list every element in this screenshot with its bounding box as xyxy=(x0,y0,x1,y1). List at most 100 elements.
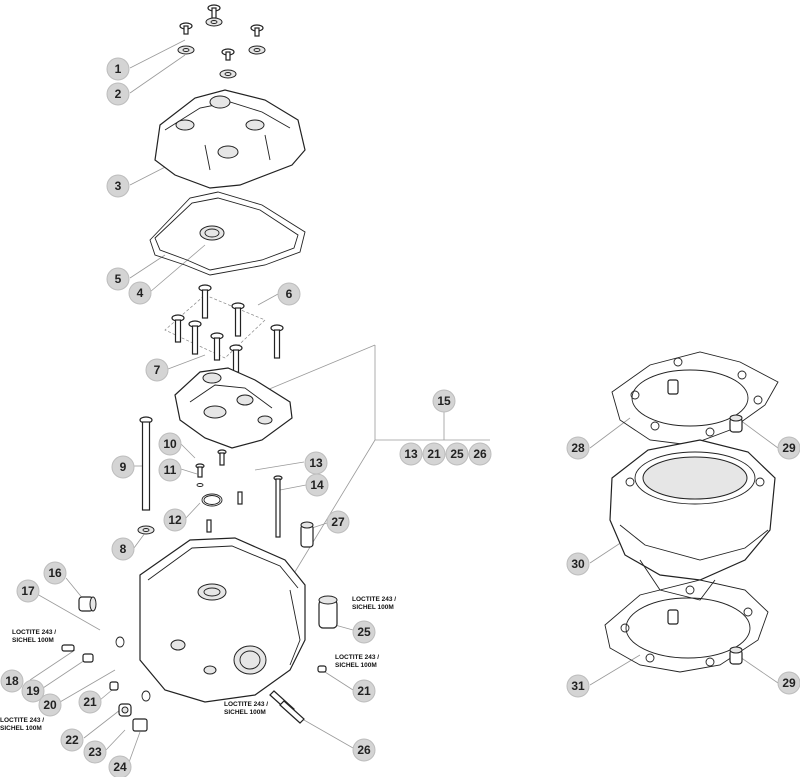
leader-lines xyxy=(29,39,779,766)
svg-text:15: 15 xyxy=(437,394,451,408)
cover-gasket xyxy=(149,191,306,276)
svg-text:LOCTITE 243 /: LOCTITE 243 / xyxy=(335,654,379,661)
callout-5: 5 xyxy=(106,267,130,291)
svg-text:7: 7 xyxy=(154,363,161,377)
callout-19: 19 xyxy=(21,679,45,703)
callout-10: 10 xyxy=(158,432,182,456)
svg-text:9: 9 xyxy=(120,460,127,474)
svg-text:25: 25 xyxy=(450,447,464,461)
svg-text:5: 5 xyxy=(115,272,122,286)
svg-text:2: 2 xyxy=(115,87,122,101)
loctite-note-left-upper: LOCTITE 243 / SICHEL 100M xyxy=(12,629,56,644)
right-fittings xyxy=(269,595,338,724)
camshaft-bridge xyxy=(174,367,293,449)
svg-text:LOCTITE 243 /: LOCTITE 243 / xyxy=(0,717,44,724)
svg-text:1: 1 xyxy=(115,62,122,76)
callout-23: 23 xyxy=(83,740,107,764)
callout-8: 8 xyxy=(111,537,135,561)
callout-9: 9 xyxy=(111,455,135,479)
callout-29-lower: 29 xyxy=(777,671,800,695)
cylinder-head xyxy=(139,537,306,703)
svg-text:16: 16 xyxy=(48,566,62,580)
svg-text:LOCTITE 243 /: LOCTITE 243 / xyxy=(12,629,56,636)
svg-text:30: 30 xyxy=(571,557,585,571)
svg-text:24: 24 xyxy=(113,760,127,774)
callout-26: 26 xyxy=(352,738,376,762)
svg-text:28: 28 xyxy=(571,441,585,455)
svg-text:SICHEL 100M: SICHEL 100M xyxy=(352,604,394,611)
top-cylinder-gasket xyxy=(611,351,779,446)
svg-text:13: 13 xyxy=(404,447,418,461)
callout-2: 2 xyxy=(106,82,130,106)
callout-15-sub-26: 26 xyxy=(468,442,492,466)
cover-bolts xyxy=(177,4,266,79)
svg-text:SICHEL 100M: SICHEL 100M xyxy=(335,662,377,669)
svg-text:23: 23 xyxy=(88,745,102,759)
cylinder xyxy=(609,439,776,601)
svg-text:20: 20 xyxy=(43,698,57,712)
callout-21: 21 xyxy=(78,690,102,714)
svg-text:21: 21 xyxy=(427,447,441,461)
svg-text:SICHEL 100M: SICHEL 100M xyxy=(224,709,266,716)
callout-14: 14 xyxy=(305,473,329,497)
svg-text:6: 6 xyxy=(286,287,293,301)
callout-15-sub-25: 25 xyxy=(445,442,469,466)
svg-text:29: 29 xyxy=(782,441,796,455)
svg-text:26: 26 xyxy=(473,447,487,461)
loctite-note-right-middle: LOCTITE 243 / SICHEL 100M xyxy=(335,654,379,669)
svg-text:25: 25 xyxy=(357,625,371,639)
svg-text:SICHEL 100M: SICHEL 100M xyxy=(12,637,54,644)
valve-cover xyxy=(154,89,306,189)
callout-17: 17 xyxy=(16,579,40,603)
svg-text:18: 18 xyxy=(5,674,19,688)
callout-16: 16 xyxy=(43,561,67,585)
svg-text:LOCTITE 243 /: LOCTITE 243 / xyxy=(224,701,268,708)
svg-text:13: 13 xyxy=(309,456,323,470)
callout-30: 30 xyxy=(566,552,590,576)
svg-text:12: 12 xyxy=(168,513,182,527)
callout-7: 7 xyxy=(145,358,169,382)
callout-21-right: 21 xyxy=(352,679,376,703)
svg-text:26: 26 xyxy=(357,743,371,757)
callout-4: 4 xyxy=(128,281,152,305)
svg-text:27: 27 xyxy=(331,515,345,529)
svg-text:29: 29 xyxy=(782,676,796,690)
callout-15-sub-13: 13 xyxy=(399,442,423,466)
svg-text:21: 21 xyxy=(357,684,371,698)
svg-text:31: 31 xyxy=(571,679,585,693)
small-parts xyxy=(195,449,314,548)
long-stud xyxy=(137,416,155,535)
svg-text:SICHEL 100M: SICHEL 100M xyxy=(0,725,42,732)
callout-1: 1 xyxy=(106,57,130,81)
callout-6: 6 xyxy=(277,282,301,306)
side-fittings xyxy=(61,596,151,732)
callout-15-sub-21: 21 xyxy=(422,442,446,466)
camshaft-bolts xyxy=(164,284,284,373)
svg-text:10: 10 xyxy=(163,437,177,451)
svg-text:22: 22 xyxy=(65,733,79,747)
callout-29: 29 xyxy=(777,436,800,460)
svg-text:3: 3 xyxy=(115,179,122,193)
callout-24: 24 xyxy=(108,755,132,777)
svg-text:17: 17 xyxy=(21,584,35,598)
callout-22: 22 xyxy=(60,728,84,752)
svg-text:4: 4 xyxy=(137,286,144,300)
loctite-note-right-upper: LOCTITE 243 / SICHEL 100M xyxy=(352,596,396,611)
callout-18: 18 xyxy=(0,669,24,693)
loctite-note-left-lower: LOCTITE 243 / SICHEL 100M xyxy=(0,717,44,732)
svg-text:8: 8 xyxy=(120,542,127,556)
callout-28: 28 xyxy=(566,436,590,460)
callout-13: 13 xyxy=(304,451,328,475)
callout-25: 25 xyxy=(352,620,376,644)
callout-12: 12 xyxy=(163,508,187,532)
base-gasket xyxy=(604,579,769,673)
callout-31: 31 xyxy=(566,674,590,698)
svg-text:11: 11 xyxy=(164,463,177,477)
loctite-note-right-lower: LOCTITE 243 / SICHEL 100M xyxy=(224,701,268,716)
svg-text:14: 14 xyxy=(310,478,324,492)
callout-15: 15 xyxy=(432,389,456,413)
svg-text:19: 19 xyxy=(26,684,40,698)
svg-text:LOCTITE 243 /: LOCTITE 243 / xyxy=(352,596,396,603)
